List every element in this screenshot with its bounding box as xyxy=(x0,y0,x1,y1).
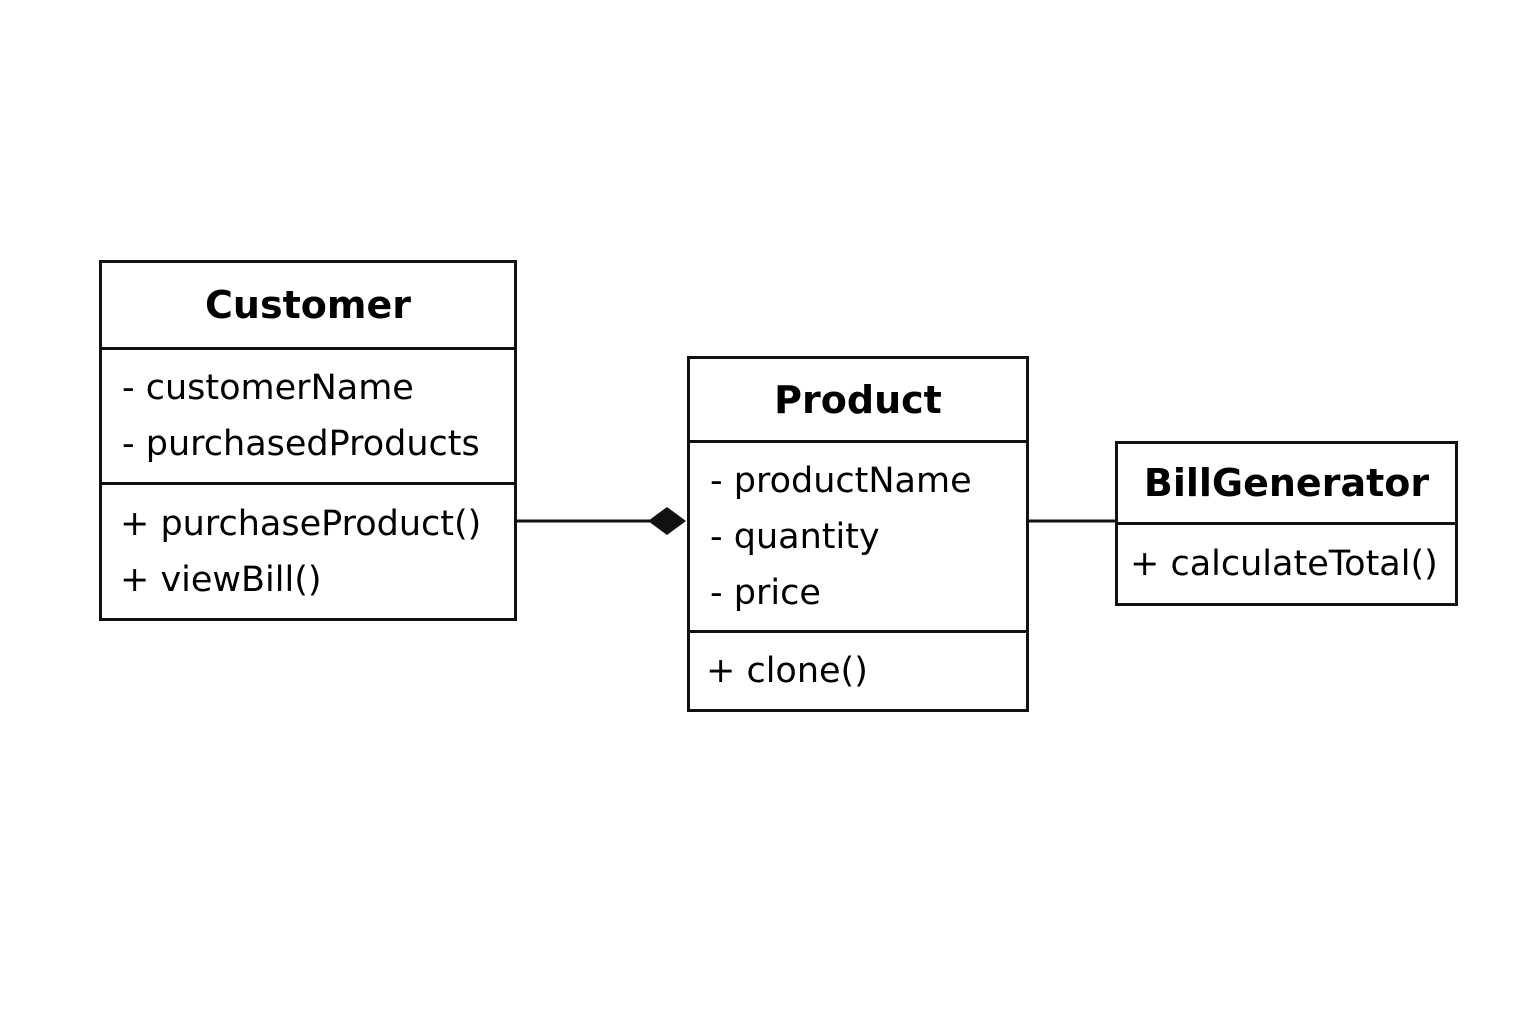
composition-diamond-icon xyxy=(648,507,686,535)
class-billgenerator[interactable]: BillGenerator + calculateTotal() xyxy=(1115,441,1458,606)
attribute-quantity: - quantity xyxy=(710,516,880,557)
operation-purchaseproduct: + purchaseProduct() xyxy=(120,503,482,544)
class-name-product: Product xyxy=(774,377,942,422)
operations-compartment-product: + clone() xyxy=(690,630,1026,709)
operation-calculatetotal: + calculateTotal() xyxy=(1130,544,1438,584)
class-name-customer: Customer xyxy=(205,283,411,327)
operations-compartment-billgenerator: + calculateTotal() xyxy=(1118,522,1455,603)
attributes-compartment-product: - productName - quantity - price xyxy=(690,440,1026,630)
class-name-billgenerator: BillGenerator xyxy=(1143,461,1430,505)
attribute-purchasedproducts: - purchasedProducts xyxy=(122,424,480,464)
operations-compartment-customer: + purchaseProduct() + viewBill() xyxy=(102,482,514,618)
attribute-productname: - productName xyxy=(710,460,972,501)
class-product[interactable]: Product - productName - quantity - price… xyxy=(687,356,1029,712)
attribute-price: - price xyxy=(710,572,821,613)
attributes-compartment-customer: - customerName - purchasedProducts xyxy=(102,347,514,482)
class-customer[interactable]: Customer - customerName - purchasedProdu… xyxy=(99,260,517,621)
operation-clone: + clone() xyxy=(706,651,868,691)
operation-viewbill: + viewBill() xyxy=(120,559,322,600)
attribute-customername: - customerName xyxy=(122,368,414,408)
